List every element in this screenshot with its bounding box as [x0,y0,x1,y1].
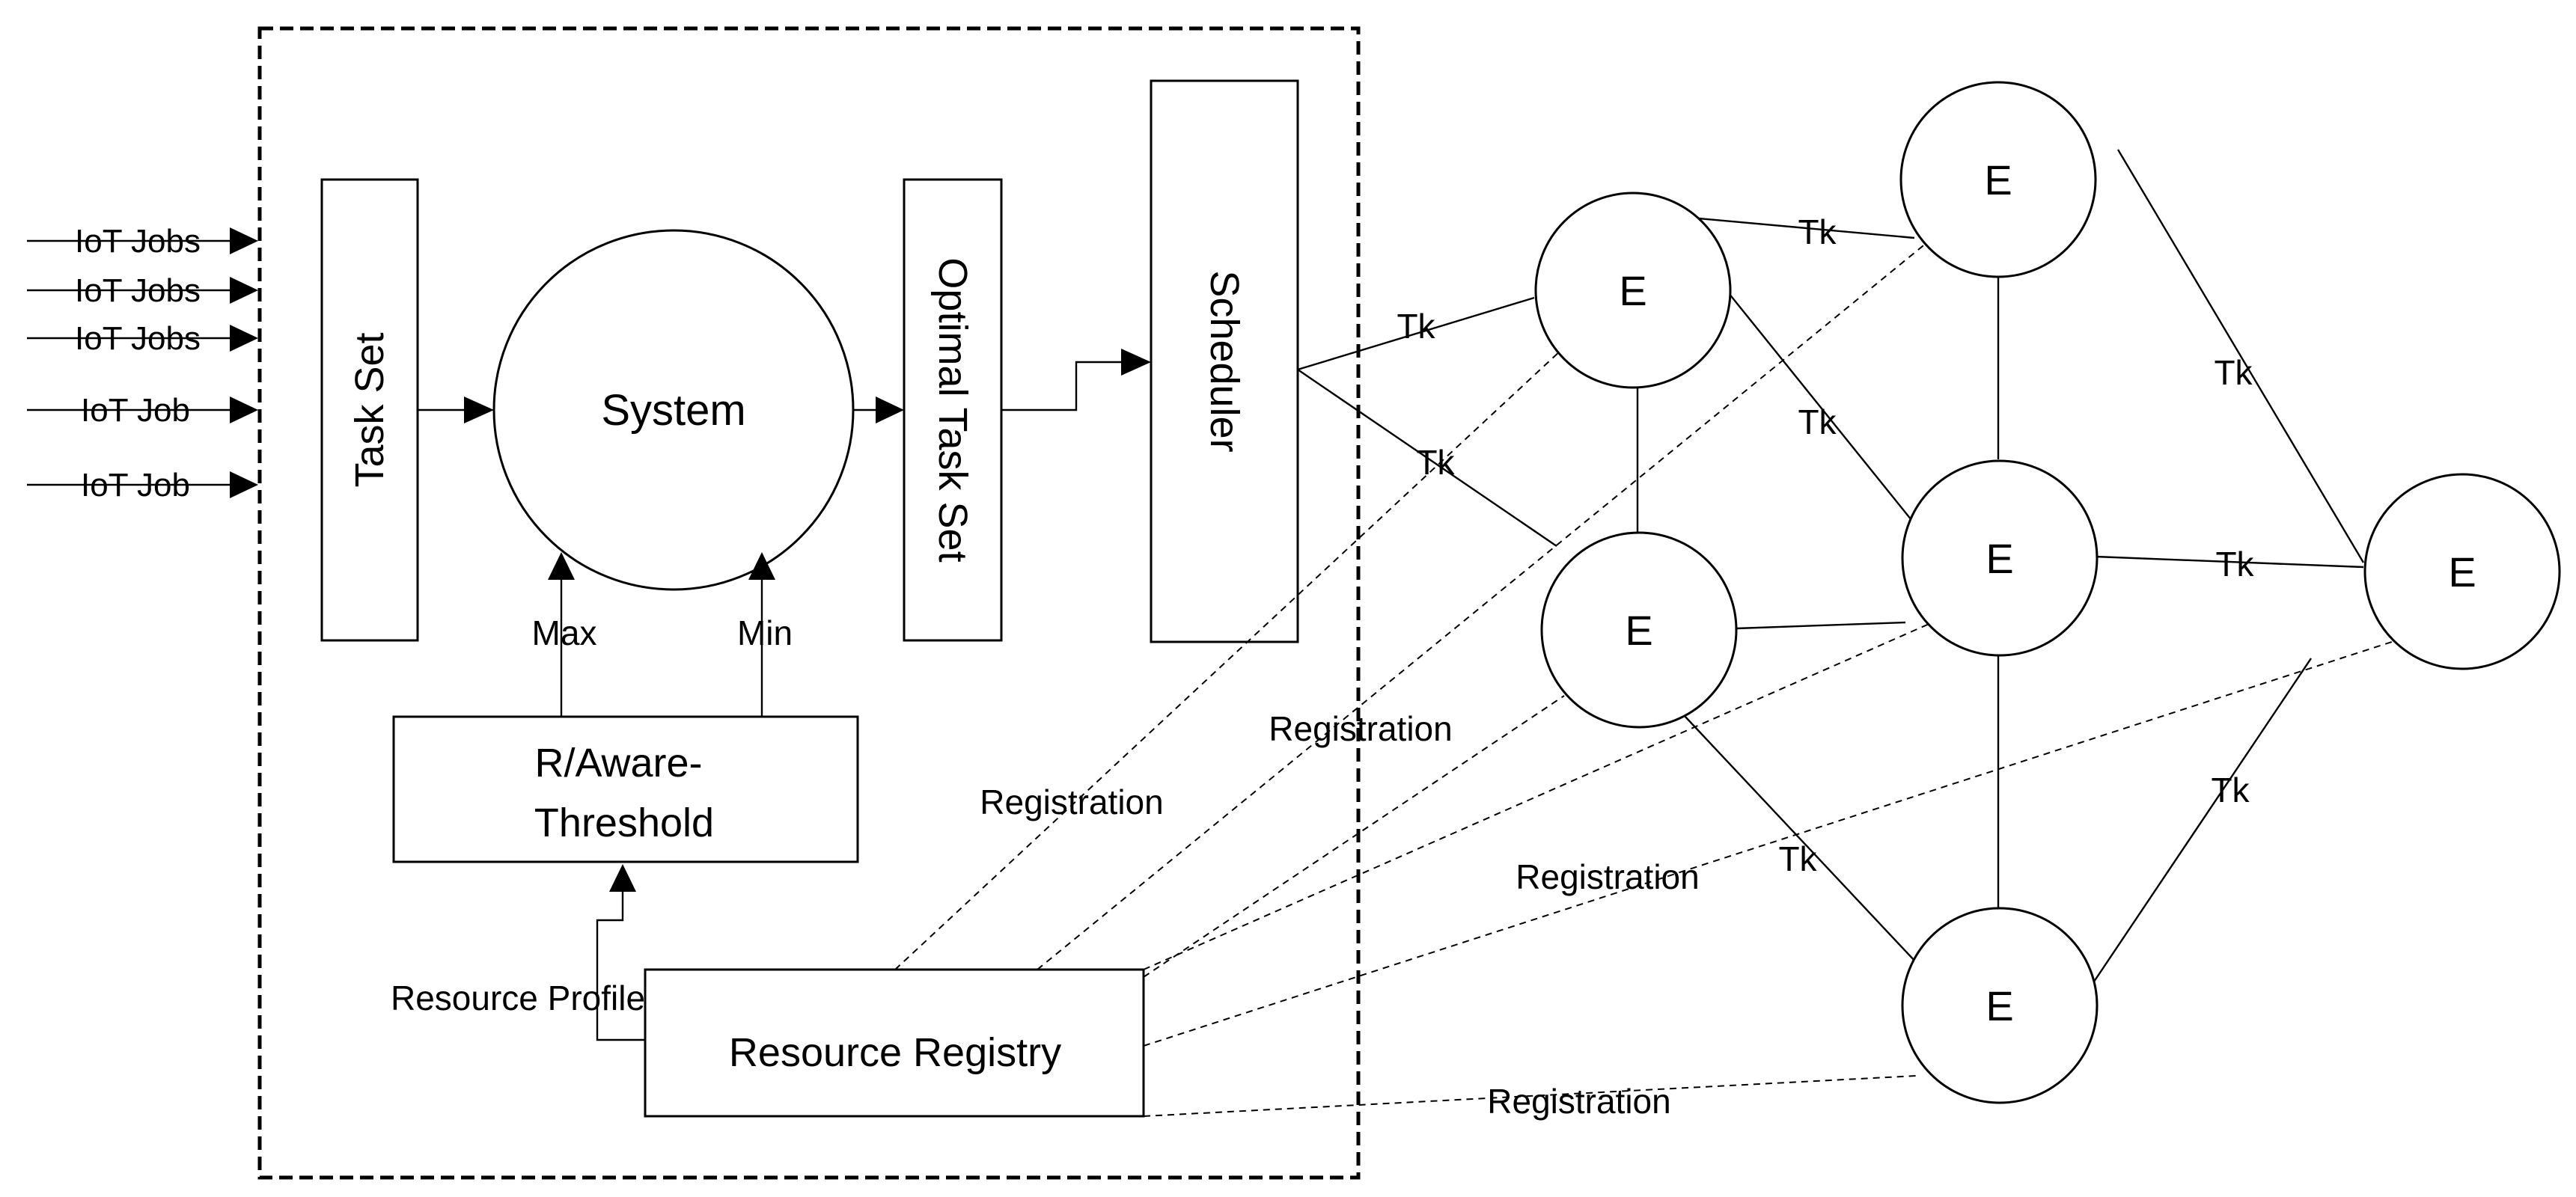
tk-label-6: Tk [2215,545,2254,584]
registration-label-4: Registration [1487,1082,1670,1121]
edge-node-4 [1901,459,2099,657]
edge-node-5 [2363,473,2561,670]
registration-labels: Registration Registration Registration R… [980,709,1699,1121]
edge-node-4-label: E [1986,535,2013,582]
iot-job-input-5: IoT Job [81,467,190,503]
resource-registry-box [644,968,1145,1118]
iot-job-inputs: IoT Jobs IoT Jobs IoT Jobs IoT Job IoT J… [27,223,258,503]
edge-node-5-label: E [2448,548,2476,596]
optimal-task-set-label: Optimal Task Set [930,257,975,562]
system-label: System [601,386,745,435]
registration-label-3: Registration [1516,857,1699,896]
iot-jobs-input-3: IoT Jobs [75,320,201,357]
max-label: Max [532,613,597,652]
task-set-box [320,178,419,642]
iot-jobs-input-1: IoT Jobs [75,223,201,260]
scheduler-box [1150,79,1299,643]
iot-jobs-input-2: IoT Jobs [75,272,201,309]
system-boundary [257,26,1361,1180]
optimal-task-set-box [903,178,1003,642]
scheduler-label: Scheduler [1202,270,1247,452]
threshold-line-2: Threshold [534,800,714,845]
edge-node-6 [1901,907,2099,1104]
min-label: Min [737,613,793,652]
iot-job-input-4: IoT Job [81,392,190,429]
tk-label-4: Tk [1798,402,1837,441]
tk-label-1: Tk [1397,307,1435,346]
registration-links [894,239,2397,1117]
edge-links [1297,149,2365,987]
r-aware-threshold-box [392,715,859,863]
edge-node-1 [1534,192,1732,389]
threshold-line-1: R/Aware- [534,741,702,786]
tk-label-8: Tk [2211,771,2250,809]
edge-node-6-label: E [1986,982,2013,1029]
tk-label-7: Tk [1778,839,1817,878]
task-set-label: Task Set [347,332,392,487]
edge-node-3-label: E [1984,156,2012,203]
edge-node-3 [1899,81,2097,278]
edge-node-2-label: E [1625,607,1652,654]
registration-label-2: Registration [1269,709,1452,748]
tk-label-3: Tk [1798,212,1837,251]
registration-label-1: Registration [980,783,1163,821]
edge-node-1-label: E [1619,267,1646,314]
resource-registry-label: Resource Registry [729,1030,1061,1075]
tk-label-5: Tk [2214,353,2253,392]
task-labels: Tk Tk Tk Tk Tk Tk Tk Tk [1397,212,2254,878]
resource-profile-label: Resource Profile [391,979,645,1017]
tk-label-2: Tk [1416,443,1455,482]
r-aware-threshold-label: R/Aware- Threshold [534,741,714,845]
edge-node-2 [1540,531,1738,729]
